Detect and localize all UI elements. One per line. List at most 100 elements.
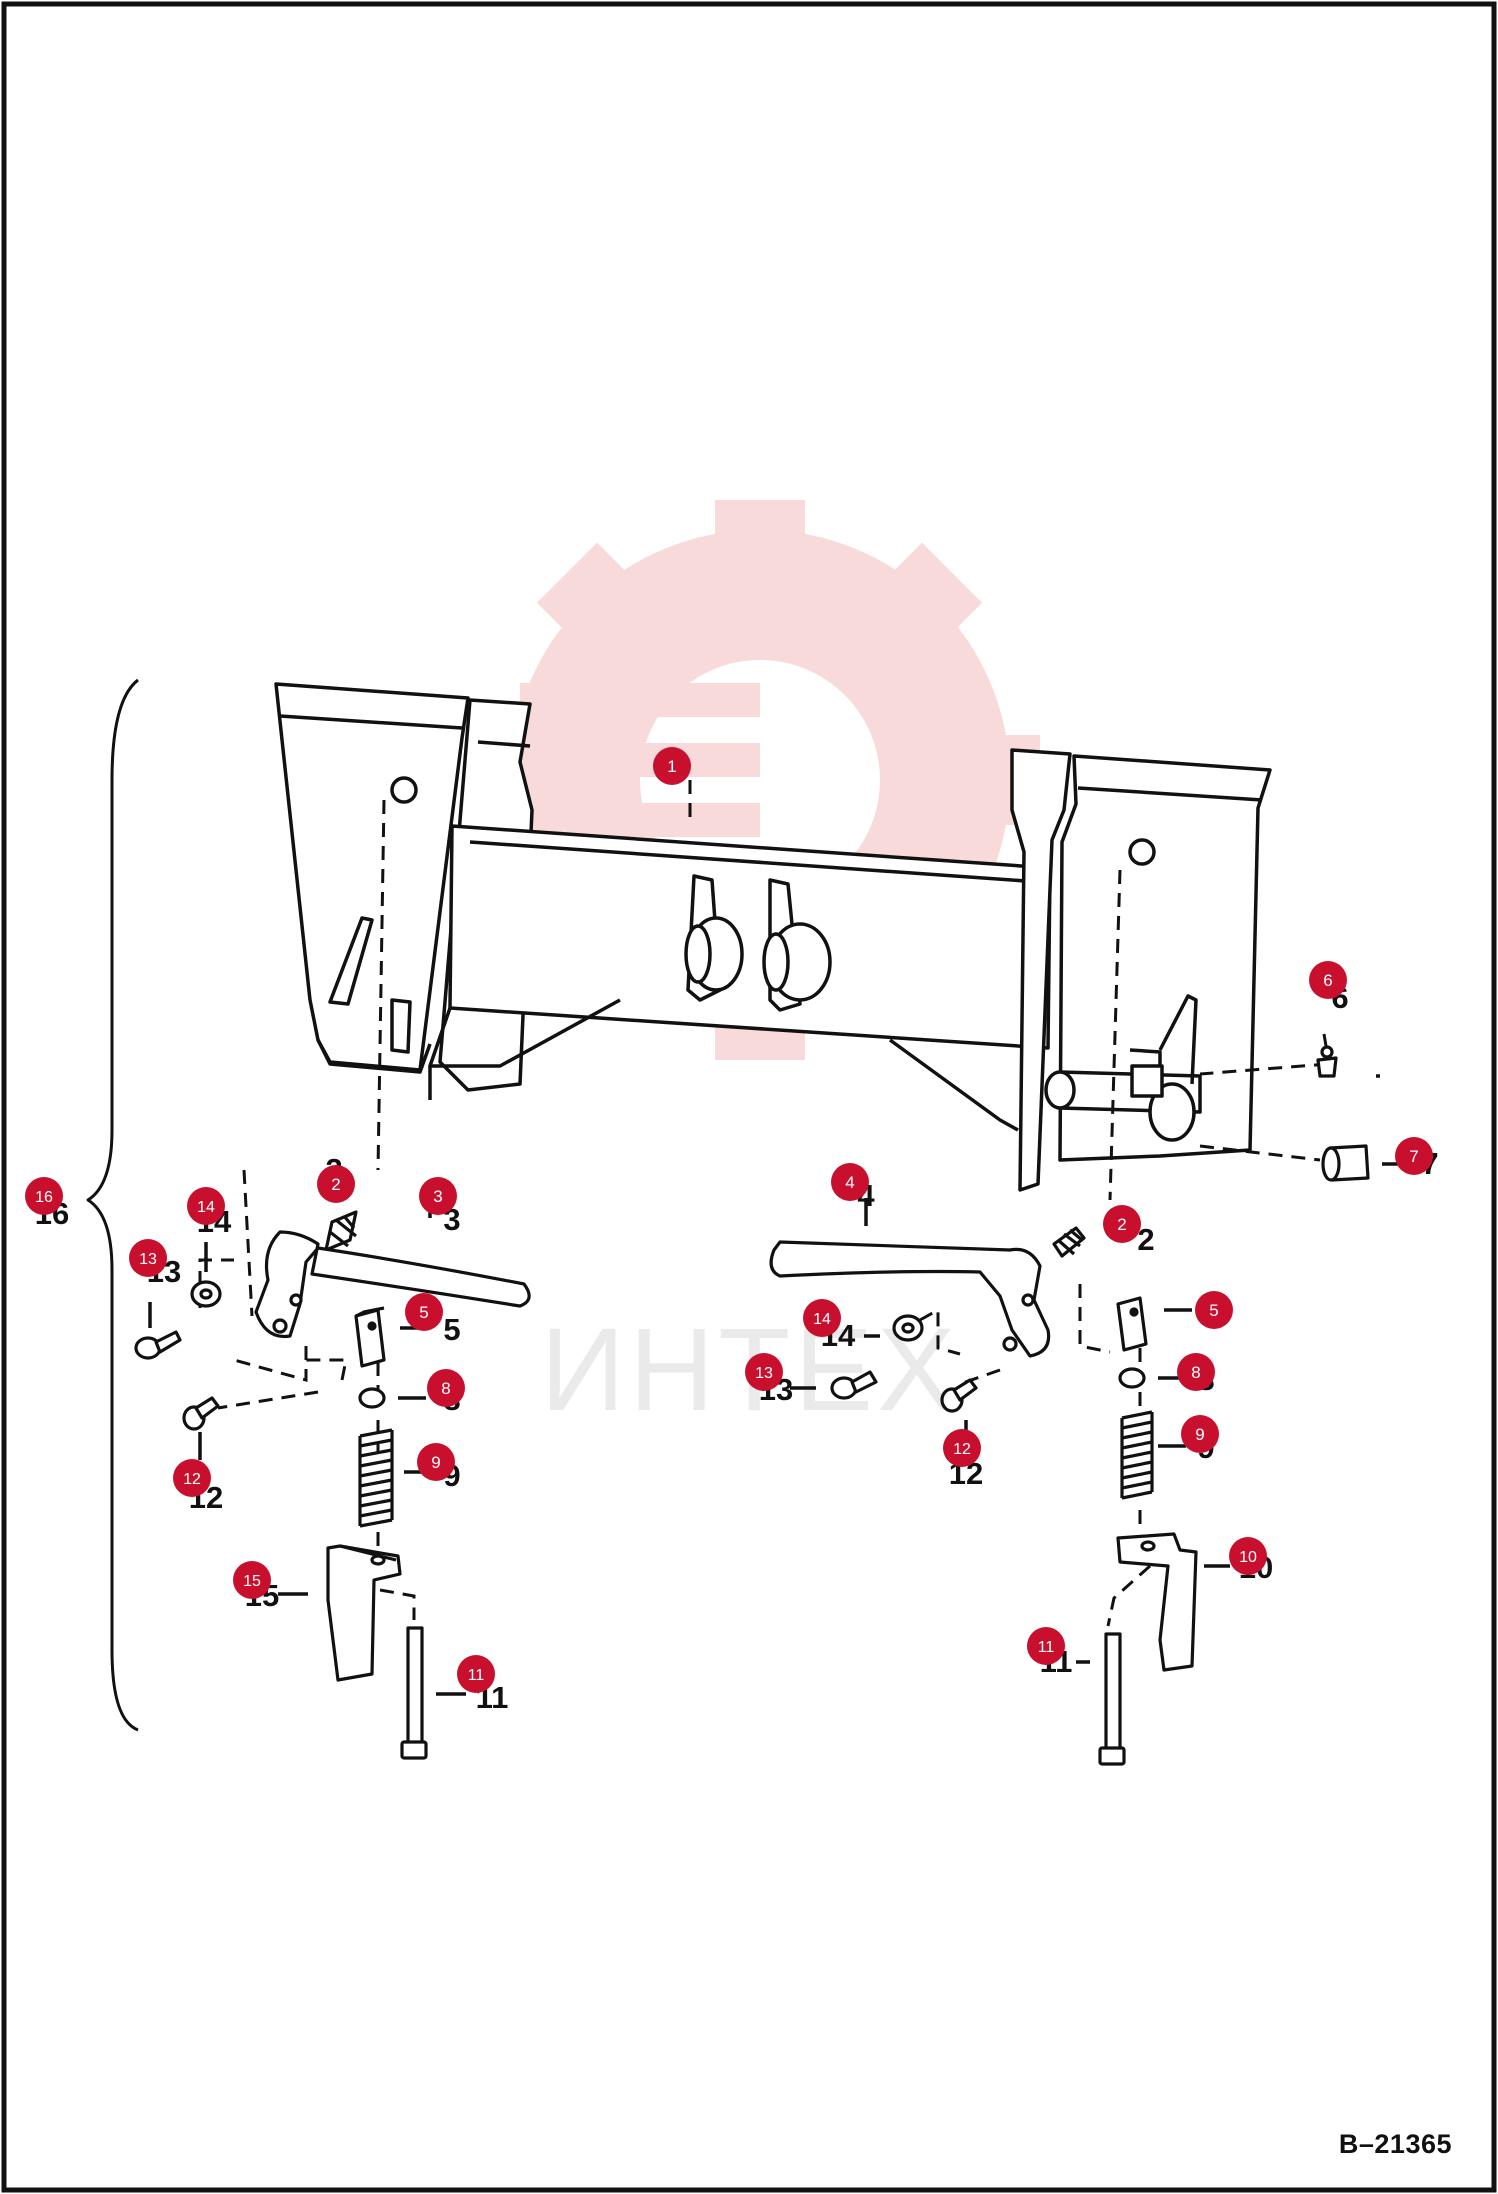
dashed-leaders	[198, 780, 1332, 1627]
callout-label: 12	[183, 1471, 201, 1488]
attachment-frame	[274, 682, 1272, 1192]
callout-label: 15	[243, 1573, 261, 1590]
callout-label: 9	[1195, 1425, 1204, 1444]
block-5-right	[1116, 1296, 1148, 1352]
callout-badge[interactable]	[1309, 961, 1347, 999]
callout-label: 3	[433, 1187, 442, 1206]
callout-label: 12	[953, 1441, 971, 1458]
callout-3[interactable]: 3	[419, 1177, 457, 1215]
block-5-left	[354, 1306, 386, 1368]
callout-label: 8	[1191, 1363, 1200, 1382]
part-number-2: 2	[1137, 1222, 1154, 1257]
callout-10[interactable]: 10	[1229, 1537, 1267, 1575]
callout-badge[interactable]	[803, 1299, 841, 1337]
callout-12[interactable]: 12	[943, 1429, 981, 1467]
lever-3	[254, 1230, 531, 1339]
callout-badge[interactable]	[1027, 1627, 1065, 1665]
bolt-12-right	[940, 1378, 978, 1413]
lever-4	[769, 1240, 1051, 1358]
callout-label: 6	[1323, 971, 1332, 990]
callout-badge[interactable]	[1395, 1137, 1433, 1175]
callout-2[interactable]: 2	[1103, 1205, 1141, 1243]
callout-5[interactable]: 5	[1195, 1291, 1233, 1329]
spring-9-left	[358, 1428, 394, 1528]
callout-badge[interactable]	[317, 1165, 355, 1203]
callout-11[interactable]: 11	[1027, 1627, 1065, 1665]
callout-9[interactable]: 9	[1181, 1415, 1219, 1453]
callout-15[interactable]: 15	[233, 1561, 271, 1599]
callout-label: 14	[813, 1311, 831, 1328]
callout-badge[interactable]	[405, 1293, 443, 1331]
callout-label: 13	[139, 1251, 157, 1268]
callout-4[interactable]: 4	[831, 1163, 869, 1201]
callout-badge[interactable]	[831, 1163, 869, 1201]
callout-6[interactable]: 6	[1309, 961, 1347, 999]
callout-label: 1	[667, 757, 676, 776]
callout-label: 2	[1117, 1215, 1126, 1234]
callout-label: 11	[1038, 1639, 1055, 1656]
callout-badge[interactable]	[745, 1353, 783, 1391]
callout-label: 8	[441, 1379, 450, 1398]
assembly-brace	[86, 678, 139, 1732]
bolt-13-left	[134, 1330, 182, 1360]
callout-14[interactable]: 14	[803, 1299, 841, 1337]
callout-label: 7	[1409, 1147, 1418, 1166]
spring-9-right	[1120, 1410, 1154, 1500]
callout-label: 5	[419, 1303, 428, 1322]
latch-10	[1116, 1532, 1198, 1672]
callout-8[interactable]: 8	[427, 1369, 465, 1407]
bolt-11-right	[1098, 1632, 1126, 1766]
callout-badge[interactable]	[1181, 1415, 1219, 1453]
callout-14[interactable]: 14	[187, 1187, 225, 1225]
nut-8-right	[1118, 1367, 1146, 1389]
bushing-7	[1321, 1144, 1370, 1182]
callout-label: 5	[1209, 1301, 1218, 1320]
bolt-12-left	[182, 1396, 220, 1431]
callout-label: 4	[845, 1173, 854, 1192]
callout-11[interactable]: 11	[457, 1655, 495, 1693]
callout-label: 11	[468, 1667, 485, 1684]
callout-badge[interactable]	[417, 1443, 455, 1481]
callout-badge[interactable]	[457, 1655, 495, 1693]
callout-label: 9	[431, 1453, 440, 1472]
callout-label: 16	[35, 1189, 53, 1206]
callout-16[interactable]: 16	[25, 1177, 63, 1215]
grease-fitting-6	[1316, 1045, 1338, 1078]
callout-badge[interactable]	[419, 1177, 457, 1215]
callout-badge[interactable]	[1229, 1537, 1267, 1575]
callout-13[interactable]: 13	[745, 1353, 783, 1391]
callout-12[interactable]: 12	[173, 1459, 211, 1497]
small-parts	[86, 678, 1370, 1766]
callout-badge[interactable]	[943, 1429, 981, 1467]
callout-badge[interactable]	[173, 1459, 211, 1497]
callout-badge[interactable]	[653, 747, 691, 785]
callout-badge[interactable]	[25, 1177, 63, 1215]
callout-label: 13	[755, 1365, 773, 1382]
bolt-13-right	[830, 1370, 878, 1400]
callout-13[interactable]: 13	[129, 1239, 167, 1277]
callout-badge[interactable]	[1103, 1205, 1141, 1243]
part-number-5: 5	[443, 1312, 460, 1347]
callout-9[interactable]: 9	[417, 1443, 455, 1481]
figure-id: B–21365	[1338, 2129, 1452, 2159]
callout-7[interactable]: 7	[1395, 1137, 1433, 1175]
callout-badge[interactable]	[427, 1369, 465, 1407]
callout-badge[interactable]	[1195, 1291, 1233, 1329]
callout-label: 10	[1239, 1549, 1257, 1566]
callout-badge[interactable]	[1177, 1353, 1215, 1391]
spring-2-right	[1052, 1226, 1086, 1258]
latch-15	[326, 1544, 402, 1682]
callout-badge[interactable]	[129, 1239, 167, 1277]
callout-badge[interactable]	[187, 1187, 225, 1225]
nut-8-left	[358, 1387, 386, 1409]
callout-5[interactable]: 5	[405, 1293, 443, 1331]
callout-1[interactable]: 1	[653, 747, 691, 785]
callout-badge[interactable]	[233, 1561, 271, 1599]
callout-2[interactable]: 2	[317, 1165, 355, 1203]
callout-8[interactable]: 8	[1177, 1353, 1215, 1391]
callout-label: 2	[331, 1175, 340, 1194]
